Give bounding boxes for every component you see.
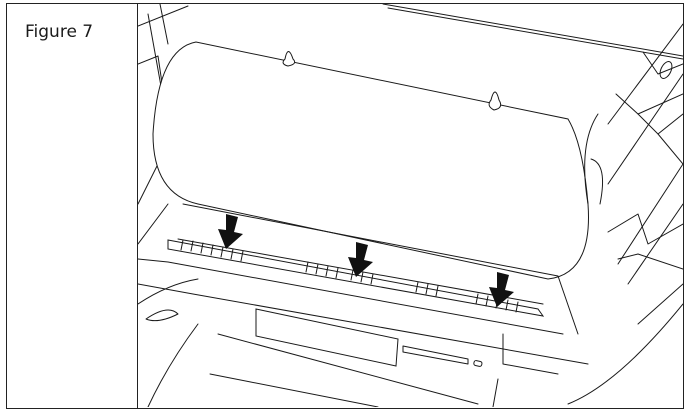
arrow-right-roller <box>489 272 514 307</box>
figure-illustration <box>138 4 683 407</box>
figure-label-cell: Figure 7 <box>7 4 138 408</box>
arrow-left-roller <box>218 214 243 249</box>
arrow-center-roller <box>348 242 373 277</box>
printer-illustration <box>138 4 683 407</box>
figure-frame: Figure 7 <box>6 3 684 409</box>
figure-label: Figure 7 <box>25 22 94 42</box>
